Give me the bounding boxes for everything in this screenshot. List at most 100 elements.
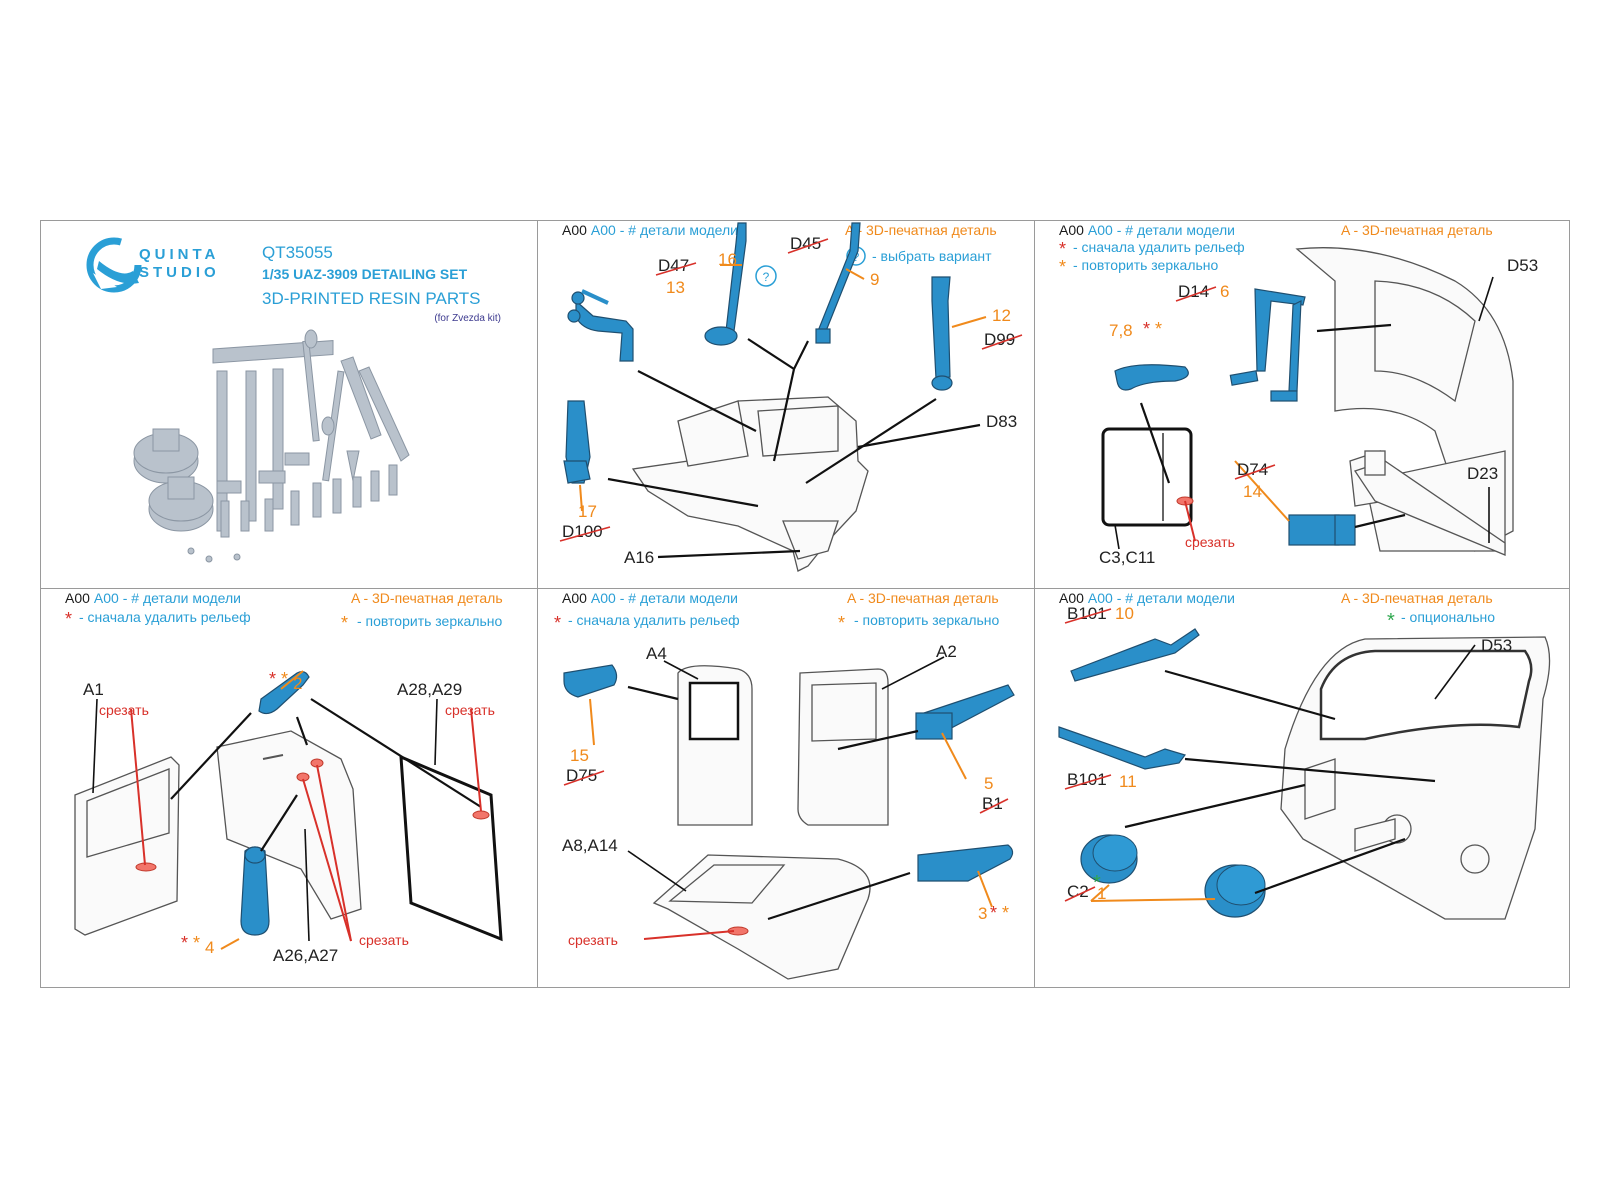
label-12: 12 bbox=[992, 306, 1011, 325]
label-d53: D53 bbox=[1481, 636, 1512, 655]
legend-printed-part: A - 3D-печатная деталь bbox=[1341, 222, 1493, 238]
star-orange: * bbox=[341, 613, 348, 633]
part-11-wiper-arm bbox=[1058, 726, 1186, 770]
divider bbox=[1034, 221, 1035, 987]
label-d23: D23 bbox=[1467, 464, 1498, 483]
legend-mirror-repeat: - повторить зеркально bbox=[1073, 257, 1219, 273]
assembly-arrows bbox=[607, 338, 981, 559]
vehicle-floor-outline bbox=[631, 396, 869, 572]
question-icon-text: ? bbox=[763, 270, 770, 284]
label-d14: D14 bbox=[1178, 282, 1209, 301]
label-4: 4 bbox=[205, 938, 214, 957]
legend-printed-part: A - 3D-печатная деталь bbox=[1341, 590, 1493, 606]
star-red: * bbox=[65, 609, 72, 629]
star-orange: * bbox=[1155, 319, 1162, 339]
part-12-pedal-column bbox=[931, 276, 953, 391]
divider bbox=[41, 588, 1569, 589]
label-a2: A2 bbox=[936, 642, 957, 661]
legend-mirror-repeat: - повторить зеркально bbox=[854, 612, 1000, 628]
legend-model-parts-text: A00 - # детали модели bbox=[94, 590, 241, 606]
window-outline bbox=[1101, 427, 1194, 527]
star-red: * bbox=[554, 613, 561, 633]
label-b1: B1 bbox=[982, 794, 1003, 813]
label-a26-a27: A26,A27 bbox=[273, 946, 338, 965]
part-13-shift-lever bbox=[567, 289, 634, 362]
question-icon: ? bbox=[755, 265, 777, 287]
brand-line1: QUINTA bbox=[139, 246, 219, 263]
star-orange: * bbox=[1002, 903, 1009, 923]
label-d83: D83 bbox=[986, 412, 1017, 431]
star-orange: * bbox=[1059, 257, 1066, 277]
label-a8-a14: A8,A14 bbox=[562, 836, 618, 855]
star-orange: * bbox=[193, 933, 200, 953]
door-a4-outline bbox=[677, 665, 753, 826]
label-c3-c11: C3,C11 bbox=[1099, 548, 1155, 567]
door-a8-a14-outline bbox=[652, 854, 871, 980]
label-2: 2 bbox=[293, 674, 302, 693]
label-9: 9 bbox=[870, 270, 879, 289]
legend-remove-relief: - сначала удалить рельеф bbox=[1073, 239, 1245, 255]
label-10: 10 bbox=[1115, 604, 1134, 623]
label-a4: A4 bbox=[646, 644, 667, 663]
instruction-sheet: QUINTA STUDIO QT35055 1/35 UAZ-3909 DETA… bbox=[40, 220, 1570, 988]
part-16-gear-stick bbox=[704, 222, 747, 346]
label-b101-a: B101 bbox=[1067, 604, 1107, 623]
legend-mirror-repeat: - повторить зеркально bbox=[357, 613, 503, 629]
label-3: 3 bbox=[978, 904, 987, 923]
product-note: (for Zvezda kit) bbox=[434, 313, 501, 324]
resin-parts-render bbox=[133, 329, 410, 563]
legend-printed-part: A - 3D-печатная деталь bbox=[845, 222, 997, 238]
part-3-armrest bbox=[917, 844, 1014, 882]
part-1-cap-a bbox=[1080, 834, 1138, 884]
label-d99: D99 bbox=[984, 330, 1015, 349]
label-b101-b: B101 bbox=[1067, 770, 1107, 789]
door-a1-outline bbox=[74, 756, 180, 936]
star-red: * bbox=[1143, 319, 1150, 339]
label-cut: срезать bbox=[1185, 534, 1235, 550]
product-subtitle: 3D-PRINTED RESIN PARTS bbox=[262, 289, 481, 308]
label-11: 11 bbox=[1119, 772, 1137, 791]
label-a28-a29: A28,A29 bbox=[397, 680, 462, 699]
star-green: * bbox=[1093, 872, 1101, 894]
panel-product-info: QUINTA STUDIO QT35055 1/35 UAZ-3909 DETA… bbox=[41, 221, 537, 588]
label-a1: A1 bbox=[83, 680, 104, 699]
legend-printed-part: A - 3D-печатная деталь bbox=[847, 590, 999, 606]
label-c2: C2 bbox=[1067, 882, 1089, 901]
quinta-logo-icon bbox=[86, 237, 142, 293]
part-1-cap-b bbox=[1204, 864, 1266, 918]
rear-door-d53-outline bbox=[1280, 636, 1551, 920]
assembly-arrows bbox=[1139, 323, 1406, 529]
label-d45: D45 bbox=[790, 234, 821, 253]
door-a28-a29-outline bbox=[399, 754, 503, 942]
part-9-gear-stick bbox=[815, 222, 861, 344]
part-15-hinge bbox=[563, 664, 618, 698]
label-14: 14 bbox=[1243, 482, 1262, 501]
product-code: QT35055 bbox=[262, 243, 333, 262]
label-5: 5 bbox=[984, 774, 993, 793]
label-d74: D74 bbox=[1237, 460, 1268, 479]
part-4-crank bbox=[240, 846, 270, 936]
part-14-bracket bbox=[1288, 514, 1356, 546]
star-orange: * bbox=[281, 669, 288, 689]
label-cut: срезать bbox=[568, 932, 618, 948]
label-17: 17 bbox=[578, 502, 597, 521]
label-cut-3: срезать bbox=[359, 932, 409, 948]
product-title: 1/35 UAZ-3909 DETAILING SET bbox=[262, 266, 468, 282]
label-6: 6 bbox=[1220, 282, 1229, 301]
label-d75: D75 bbox=[566, 766, 597, 785]
part-6-pedal-assembly bbox=[1229, 288, 1306, 402]
label-d100: D100 bbox=[562, 522, 603, 541]
assembly-arrows bbox=[1124, 669, 1436, 895]
star-green: * bbox=[1387, 610, 1395, 632]
brand-line2: STUDIO bbox=[139, 264, 220, 281]
label-15: 15 bbox=[570, 746, 589, 765]
label-1: 1 bbox=[1097, 884, 1106, 903]
legend-model-parts-text: A00 - # детали модели bbox=[591, 222, 738, 238]
